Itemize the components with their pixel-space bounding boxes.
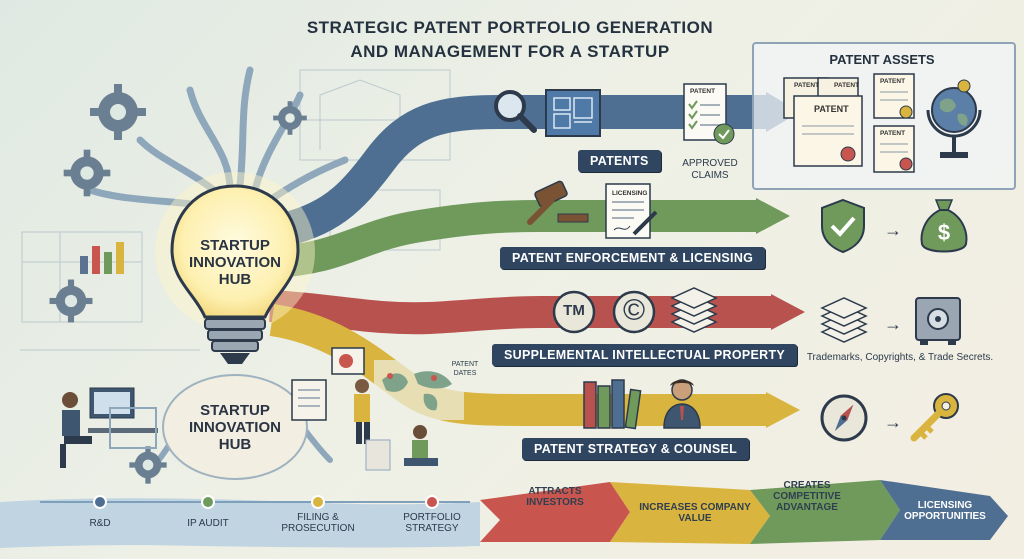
hub-label-bottom: Startup Innovation Hub — [175, 402, 295, 453]
arrow-strategy — [766, 392, 800, 428]
map-label: Patent Dates — [440, 360, 490, 378]
stream-label-supplemental: Supplemental Intellectual Property — [492, 344, 797, 366]
person-at-desk-illustration — [50, 378, 170, 478]
money-bag-icon: $ — [916, 194, 972, 258]
timeline-stage: Filing & Prosecution — [278, 512, 358, 534]
approved-claims-label: Approved Claims — [676, 158, 744, 182]
globe-icon — [924, 78, 986, 164]
document-stack-icon — [818, 296, 870, 346]
shield-check-icon — [818, 198, 868, 254]
blueprint-icon — [544, 88, 602, 138]
asset-doc-label: Patent — [814, 104, 849, 114]
asset-doc-label: Patent — [880, 130, 905, 137]
arrow-enforcement — [756, 198, 790, 234]
document-stack-icon — [668, 286, 720, 336]
gavel-icon — [522, 178, 592, 228]
timeline-stage: IP Audit — [168, 518, 248, 529]
supplemental-caption: Trademarks, Copyrights, & Trade Secrets. — [790, 352, 1010, 363]
magnifier-icon — [490, 86, 538, 134]
patent-assets-title: Patent Assets — [752, 52, 1012, 67]
arrow-right-icon: → — [884, 314, 902, 335]
trademark-symbol: TM — [552, 302, 596, 319]
timeline-stage: R&D — [60, 518, 140, 529]
hub-label-top: Startup Innovation Hub — [175, 237, 295, 288]
outcome-label: Licensing Opportunities — [880, 500, 1010, 522]
svg-text:$: $ — [938, 220, 950, 245]
stream-label-enforcement: Patent Enforcement & Licensing — [500, 247, 765, 269]
stream-label-strategy: Patent Strategy & Counsel — [522, 438, 749, 460]
title-line-2: and Management for a Startup — [260, 40, 760, 64]
asset-doc-label: Patent — [794, 82, 819, 89]
asset-doc-label: Patent — [880, 78, 905, 85]
key-icon — [906, 388, 966, 448]
page-title: Strategic Patent Portfolio Generation an… — [260, 16, 760, 64]
safe-icon — [912, 294, 964, 348]
books-icon — [580, 376, 650, 430]
outcome-label: Increases Company Value — [630, 502, 760, 524]
arrow-right-icon: → — [884, 220, 902, 241]
asset-doc-label: Patent — [834, 82, 859, 89]
outcome-label: Attracts Investors — [510, 486, 600, 508]
arrow-supplemental — [771, 294, 805, 330]
stream-label-patents: Patents — [578, 150, 661, 172]
advisor-icon — [660, 376, 704, 430]
licensing-doc-label: Licensing — [612, 190, 647, 197]
compass-icon — [818, 392, 870, 444]
patents-doc-label: Patent — [690, 88, 715, 95]
title-line-1: Strategic Patent Portfolio Generation — [260, 16, 760, 40]
timeline-stage: Portfolio Strategy — [392, 512, 472, 534]
outcome-label: Creates Competitive Advantage — [752, 480, 862, 513]
copyright-symbol: © — [612, 294, 656, 328]
arrow-right-icon: → — [884, 412, 902, 433]
